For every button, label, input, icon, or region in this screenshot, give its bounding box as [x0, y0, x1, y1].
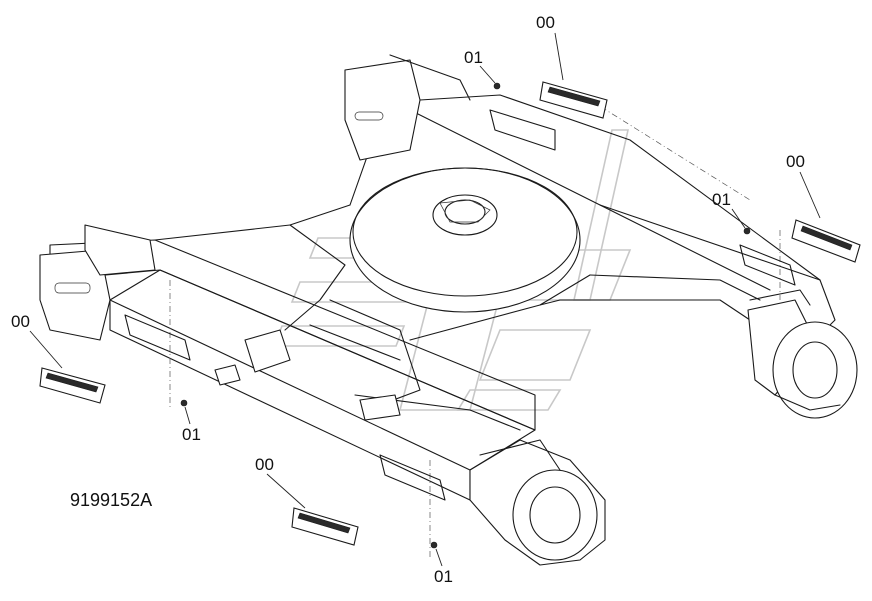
callout-01-right: 01 [712, 190, 731, 209]
step-pad-left [39, 367, 106, 404]
frame-body [39, 54, 858, 566]
step-pad-top [539, 81, 608, 119]
callout-00-top: 00 [536, 13, 555, 32]
bolt-icons [180, 82, 751, 549]
step-pad-bottom [291, 507, 359, 546]
step-brackets [124, 109, 796, 501]
callout-01-left: 01 [182, 425, 201, 444]
callout-01-bottom: 01 [434, 567, 453, 586]
callout-labels: 00 01 00 01 00 01 00 01 [11, 13, 805, 586]
callout-00-bottom: 00 [255, 455, 274, 474]
step-pad-right [791, 219, 861, 263]
callout-00-left: 00 [11, 312, 30, 331]
leader-lines [29, 32, 821, 567]
drawing-reference-number: 9199152A [70, 490, 152, 510]
callout-00-right: 00 [786, 152, 805, 171]
callout-01-top: 01 [464, 48, 483, 67]
